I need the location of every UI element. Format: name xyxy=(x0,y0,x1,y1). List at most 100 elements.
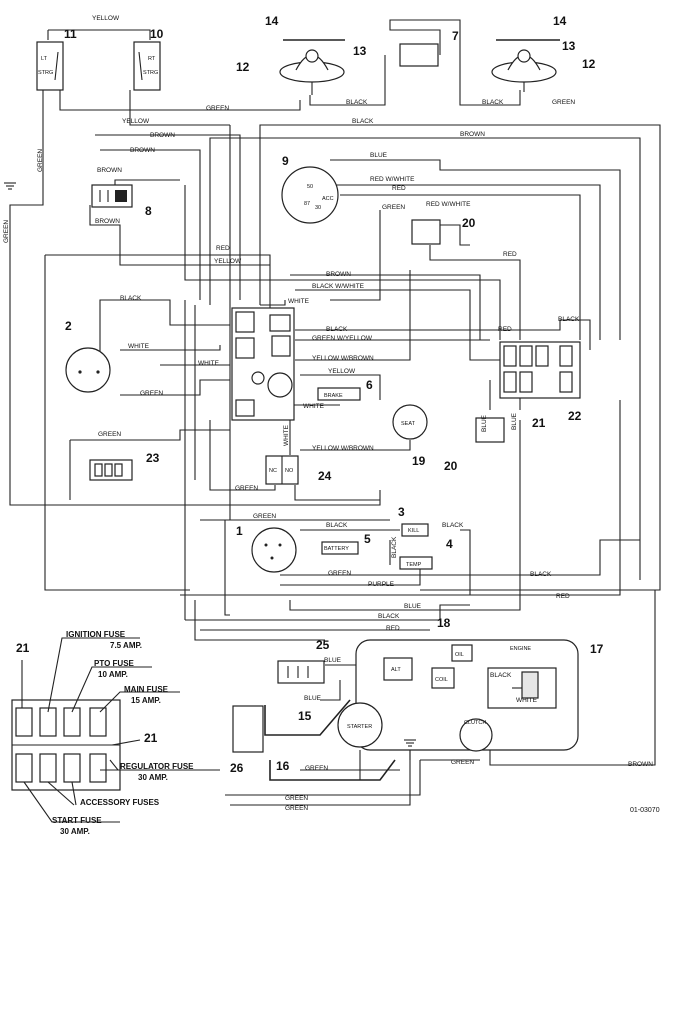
wire-label-yellow-top: YELLOW xyxy=(92,15,120,22)
wire-label-black-2: BLACK xyxy=(352,118,374,125)
ignition-switch: 1 xyxy=(236,524,297,573)
callout-14-right: 14 xyxy=(553,14,567,28)
starter: STARTER xyxy=(337,702,383,748)
callout-25: 25 xyxy=(316,638,330,652)
callout-13-left: 13 xyxy=(353,44,367,58)
wire-label-white-3: WHITE xyxy=(198,360,220,367)
wire-label-purple: PURPLE xyxy=(368,581,395,588)
diode-connector: 23 xyxy=(89,451,160,481)
headlight-right: 14 13 12 xyxy=(491,14,596,92)
callout-10: 10 xyxy=(150,27,164,41)
callout-26: 26 xyxy=(230,761,244,775)
relay-upper: 20 xyxy=(411,216,476,245)
light-relay: 7 xyxy=(399,29,459,67)
clutch-label: CLUTCH xyxy=(464,720,486,726)
start-fuse-amp: 30 AMP. xyxy=(60,827,90,836)
terminal-87: 87 xyxy=(304,201,310,207)
wire-label-brown-6: BROWN xyxy=(628,761,653,768)
callout-19: 19 xyxy=(412,454,426,468)
wire-label-red-6: RED xyxy=(386,625,400,632)
callout-20-upper: 20 xyxy=(462,216,476,230)
wire-label-black-white: BLACK W/WHITE xyxy=(312,283,365,290)
callout-20-lower: 20 xyxy=(444,459,458,473)
callout-18: 18 xyxy=(437,616,451,630)
wire-label-black-2b: BLACK xyxy=(120,295,142,302)
accessory-fuses-label: ACCESSORY FUSES xyxy=(80,798,160,807)
callout-12-right: 12 xyxy=(582,57,596,71)
wire-label-blue-3: BLUE xyxy=(324,657,342,664)
wire-label-green-23: GREEN xyxy=(98,431,121,438)
callout-14-left: 14 xyxy=(265,14,279,28)
wire-label-brown-3: BROWN xyxy=(97,167,122,174)
wire-label-black-5: BLACK xyxy=(558,316,580,323)
callout-3: 3 xyxy=(398,505,405,519)
wire-label-green-20: GREEN xyxy=(382,204,405,211)
starter-label: STARTER xyxy=(347,724,372,730)
pto-switch-nc-no: NC NO 24 xyxy=(265,455,332,485)
callout-13-right: 13 xyxy=(562,39,576,53)
wire-label-yellow-brown-1: YELLOW W/BROWN xyxy=(312,355,374,362)
callout-11: 11 xyxy=(64,27,77,41)
callout-1: 1 xyxy=(236,524,243,538)
callout-4: 4 xyxy=(446,537,453,551)
brake-switch: BRAKE 6 xyxy=(317,378,373,401)
temp-indicator-label: TEMP xyxy=(406,562,422,568)
fuse-callout-21b: 21 xyxy=(144,731,158,745)
terminal-30: 30 xyxy=(315,205,321,211)
fuse-callout-21a: 21 xyxy=(16,641,30,655)
wire-label-green-24: GREEN xyxy=(235,485,258,492)
wire-label-brown-4: BROWN xyxy=(95,218,120,225)
lt-steering-switch: LT STRG 11 xyxy=(36,27,77,91)
wire-label-green-left-1: GREEN xyxy=(37,149,44,172)
pto-fuse-label: PTO FUSE xyxy=(94,659,135,668)
callout-21: 21 xyxy=(532,416,546,430)
ground-symbol xyxy=(404,739,416,747)
wire-label-green-5: GREEN xyxy=(305,765,328,772)
wire-label-black-7: BLACK xyxy=(442,522,464,529)
wire-label-red-1: RED xyxy=(392,185,406,192)
nc-label: NC xyxy=(269,468,277,474)
headlight-left: 14 13 12 xyxy=(236,14,367,95)
seat-switch: SEAT 19 xyxy=(392,404,428,468)
wire-label-blue-6: BLUE xyxy=(511,412,518,430)
wire-label-blue-5: BLUE xyxy=(481,414,488,432)
wire-label-black-3: BLACK xyxy=(482,99,504,106)
coil-label: COIL xyxy=(435,677,448,683)
wire-label-red-2: RED xyxy=(216,245,230,252)
regulator-fuse-amp: 30 AMP. xyxy=(138,773,168,782)
ignition-fuse-amp: 7.5 AMP. xyxy=(110,641,142,650)
wire-label-green-8: GREEN xyxy=(451,759,474,766)
regulator-fuse-label: REGULATOR FUSE xyxy=(120,762,194,771)
wire-label-yellow-3: YELLOW xyxy=(214,258,242,265)
wire-label-red-white-1: RED W/WHITE xyxy=(370,176,415,183)
wire-label-green-top: GREEN xyxy=(206,105,229,112)
start-fuse-label: START FUSE xyxy=(52,816,102,825)
wire-label-white-5: WHITE xyxy=(283,424,290,446)
brown-connector: 8 xyxy=(91,184,152,218)
callout-24: 24 xyxy=(318,469,332,483)
wire-label-brown-1: BROWN xyxy=(150,132,175,139)
temp-indicator: TEMP 4 xyxy=(399,537,453,570)
wire-labels: YELLOW GREEN YELLOW BROWN BROWN BROWN BR… xyxy=(3,15,653,812)
callout-6: 6 xyxy=(366,378,373,392)
main-harness-connector-block xyxy=(231,307,295,421)
ground-symbol-left xyxy=(4,182,16,190)
hour-meter: 2 xyxy=(65,319,111,393)
wire-label-green-7: GREEN xyxy=(285,805,308,812)
lt-strg-label: STRG xyxy=(38,70,53,76)
wire-label-blue-1: BLUE xyxy=(370,152,388,159)
wire-label-white-engine: WHITE xyxy=(516,697,538,704)
terminal-50: 50 xyxy=(307,184,313,190)
wire-label-green-yellow: GREEN W/YELLOW xyxy=(312,335,373,342)
wire-label-green-right: GREEN xyxy=(552,99,575,106)
engine: ALT COIL OIL ENGINE 17 CLUTCH xyxy=(355,639,604,752)
rt-strg-label: STRG xyxy=(143,70,158,76)
wire-label-black-4: BLACK xyxy=(326,326,348,333)
wire-label-black-engine: BLACK xyxy=(490,672,512,679)
wire-label-green-left-2: GREEN xyxy=(3,220,10,243)
wire-label-white-2: WHITE xyxy=(128,343,150,350)
rt-steering-switch: RT STRG 10 xyxy=(133,27,164,91)
rt-label: RT xyxy=(148,56,156,62)
battery: 26 xyxy=(230,705,264,775)
callout-5: 5 xyxy=(364,532,371,546)
